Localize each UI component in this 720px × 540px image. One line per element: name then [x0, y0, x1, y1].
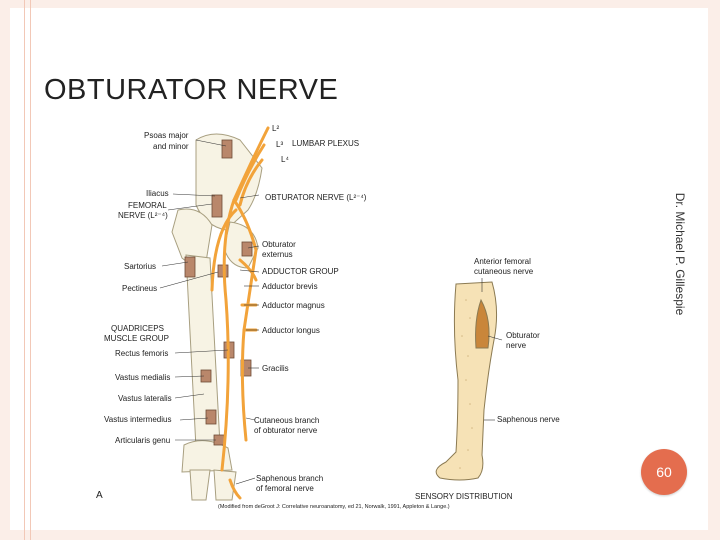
label-adductor-magnus: Adductor magnus: [262, 301, 325, 310]
label-quadriceps: QUADRICEPS: [111, 324, 164, 333]
slide-title: OBTURATOR NERVE: [44, 74, 339, 106]
label-l3: L³: [276, 140, 283, 149]
label-gracilis: Gracilis: [262, 364, 289, 373]
author-vertical: Dr. Michael P. Gillespie: [673, 192, 687, 316]
label-l2: L²: [272, 124, 279, 133]
label-sartorius: Sartorius: [124, 262, 156, 271]
label-iliacus: Iliacus: [146, 189, 169, 198]
sensory-labels: Anterior femoral cutaneous nerve Obturat…: [415, 257, 560, 501]
label-vastus-lateralis: Vastus lateralis: [118, 394, 172, 403]
slide-canvas: [10, 8, 708, 530]
label-adductor-brevis: Adductor brevis: [262, 282, 318, 291]
label-obturator-externus-2: externus: [262, 250, 293, 259]
label-saphenous-branch: Saphenous branch: [256, 474, 323, 483]
figure-caption: (Modified from deGroot J: Correlative ne…: [218, 504, 450, 510]
sensory-leg-stipple: [459, 299, 473, 469]
label-panel-a: A: [96, 490, 103, 501]
label-saphenous-nerve: Saphenous nerve: [497, 415, 560, 424]
label-cutaneous-branch-2: of obturator nerve: [254, 426, 318, 435]
figure-labels: Psoas major and minor L² L³ L⁴ LUMBAR PL…: [96, 124, 450, 510]
label-rectus-femoris: Rectus femoris: [115, 349, 168, 358]
label-psoas-2: and minor: [153, 142, 189, 151]
left-rule-inner: [30, 0, 31, 540]
label-lumbar-plexus: LUMBAR PLEXUS: [292, 139, 359, 148]
label-femoral-2: NERVE (L²⁻⁴): [118, 211, 168, 220]
label-anterior-femoral: Anterior femoral: [474, 257, 531, 266]
nerves: [210, 126, 270, 500]
left-rule: [24, 0, 25, 540]
label-obturator-right: Obturator: [506, 331, 540, 340]
label-articularis-genu: Articularis genu: [115, 436, 170, 445]
label-obturator-externus: Obturator: [262, 240, 296, 249]
sensory-leader-lines: [481, 278, 503, 421]
page-number-badge: 60: [641, 449, 687, 495]
label-saphenous-branch-2: of femoral nerve: [256, 484, 314, 493]
label-obturator-right-2: nerve: [506, 341, 527, 350]
label-quadriceps-2: MUSCLE GROUP: [104, 334, 169, 343]
label-adductor-longus: Adductor longus: [262, 326, 320, 335]
label-obturator-nerve: OBTURATOR NERVE (L²⁻⁴): [265, 193, 367, 202]
label-femoral: FEMORAL: [128, 201, 167, 210]
label-pectineus: Pectineus: [122, 284, 157, 293]
label-sensory-distribution: SENSORY DISTRIBUTION: [415, 492, 513, 501]
label-vastus-intermedius: Vastus intermedius: [104, 415, 171, 424]
label-adductor-group: ADDUCTOR GROUP: [262, 267, 339, 276]
label-l4: L⁴: [281, 155, 289, 164]
sensory-leg: [435, 281, 498, 481]
label-psoas: Psoas major: [144, 131, 189, 140]
label-vastus-medialis: Vastus medialis: [115, 373, 170, 382]
label-anterior-femoral-2: cutaneous nerve: [474, 267, 534, 276]
label-cutaneous-branch: Cutaneous branch: [254, 416, 319, 425]
leader-lines: [159, 139, 260, 485]
